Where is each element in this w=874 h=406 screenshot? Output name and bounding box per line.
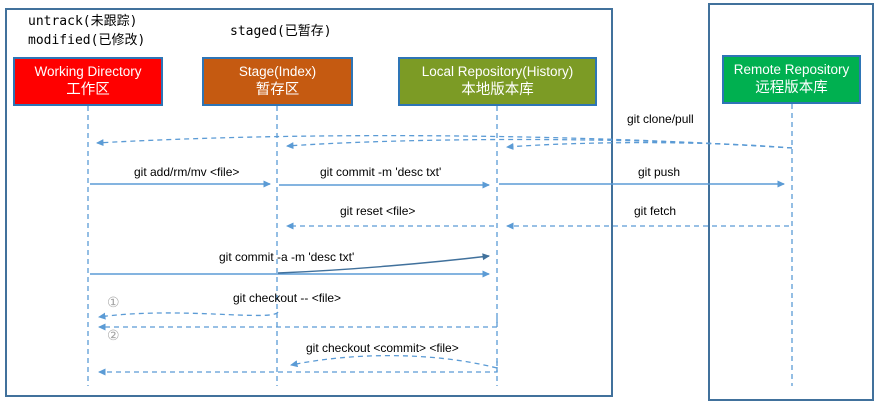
arrow-clone-to-local: [506, 141, 793, 151]
label-git-commit-all: git commit -a -m 'desc txt': [219, 250, 355, 264]
annotation-staged: staged(已暂存): [230, 24, 332, 39]
column-stage: Stage(Index) 暂存区: [202, 57, 353, 106]
annotation-modified: modified(已修改): [28, 33, 146, 48]
column-remote-repository: Remote Repository 远程版本库: [722, 55, 861, 104]
arrows-clone-pull: [96, 134, 793, 151]
remote-area-container: [708, 3, 874, 401]
column-local-repository: Local Repository(History) 本地版本库: [398, 57, 597, 106]
label-git-fetch: git fetch: [634, 204, 677, 218]
label-git-checkout-file: git checkout -- <file>: [233, 291, 342, 305]
arrow-clone-to-working-directory: [96, 134, 793, 149]
label-git-reset: git reset <file>: [340, 204, 416, 218]
label-git-checkout-commit: git checkout <commit> <file>: [306, 341, 459, 355]
column-subtitle: 暂存区: [255, 81, 300, 98]
step-marker-1: ①: [107, 294, 120, 310]
local-area-container: [5, 8, 613, 397]
arrow-checkout-file-from-local: [98, 318, 498, 331]
column-working-directory: Working Directory 工作区: [13, 57, 163, 106]
label-git-clone-pull: git clone/pull: [627, 112, 694, 126]
arrow-checkout-commit-to-wd: [98, 361, 498, 376]
lifelines: [87, 104, 793, 386]
arrows-commit-all: [90, 253, 490, 278]
arrows-checkout-file: [98, 311, 498, 331]
column-subtitle: 本地版本库: [461, 81, 534, 98]
arrows-checkout-commit: [98, 354, 498, 376]
column-title: Local Repository(History): [421, 64, 574, 79]
arrows-add-commit-push: [90, 180, 785, 189]
column-title: Remote Repository: [733, 62, 850, 77]
step-marker-2: ②: [107, 327, 120, 343]
label-git-commit: git commit -m 'desc txt': [320, 165, 442, 179]
label-git-push: git push: [638, 165, 681, 179]
arrow-checkout-commit-to-stage: [290, 354, 498, 369]
column-title: Stage(Index): [238, 64, 317, 79]
label-git-add: git add/rm/mv <file>: [134, 165, 240, 179]
column-subtitle: 工作区: [66, 81, 110, 98]
arrow-checkout-file-from-stage: [98, 311, 279, 320]
column-title: Working Directory: [34, 64, 142, 79]
annotation-untracked: untrack(未跟踪): [28, 14, 138, 29]
arrow-commit-all-slant: [277, 253, 490, 274]
column-subtitle: 远程版本库: [755, 79, 828, 96]
